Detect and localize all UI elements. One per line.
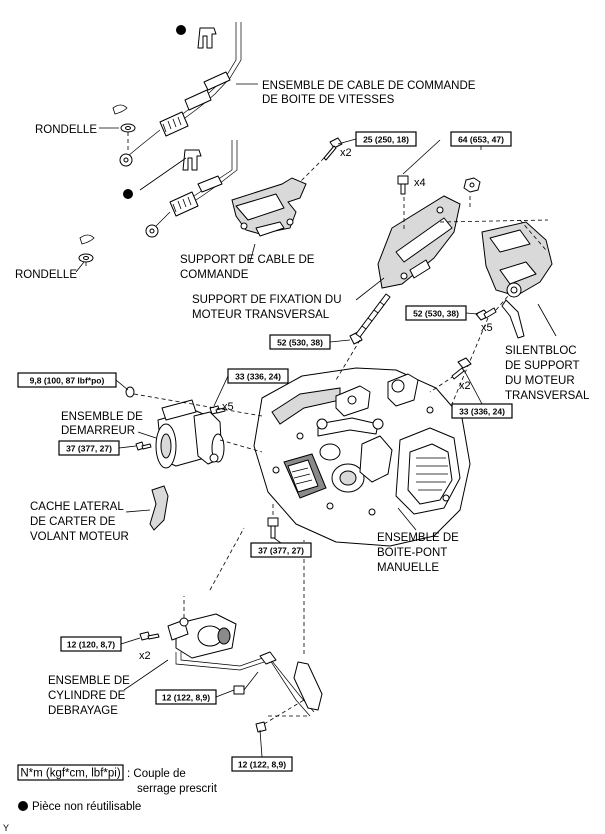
label-mount-bracket-1: SUPPORT DE FIXATION DU: [192, 294, 342, 306]
label-insulator-2: DE SUPPORT: [505, 360, 580, 372]
label-insulator-3: DU MOTEUR: [505, 375, 575, 387]
bolt-mount-x4: [397, 139, 441, 195]
multiplier-x5-insulator: x5: [481, 322, 493, 334]
torque-box-37-trans: 37 (377, 27): [250, 542, 312, 558]
legend-unit-box: N*m (kgf*cm, lbf*pi): [20, 768, 120, 780]
label-insulator-1: SILENTBLOC: [505, 345, 577, 357]
label-mount-bracket-2: MOTEUR TRANSVERSAL: [192, 309, 330, 321]
bolt-trans-37: [267, 504, 279, 539]
svg-text:25 (250, 18): 25 (250, 18): [363, 135, 409, 145]
svg-text:12 (120, 8,7): 12 (120, 8,7): [67, 640, 115, 650]
manual-transaxle: [253, 317, 489, 547]
torque-box-64: 64 (653, 47): [450, 131, 512, 147]
torque-box-33-trans: 33 (336, 24): [451, 403, 513, 419]
torque-box-12-clutch: 12 (120, 8,7): [60, 636, 122, 652]
legend-torque-unit: N*m (kgf*cm, lbf*pi) : Couple de serrage…: [17, 764, 218, 795]
bolt-clutch-x2: [139, 631, 160, 641]
label-washer-lower: RONDELLE: [15, 269, 77, 281]
torque-box-37-starter: 37 (377, 27): [58, 440, 120, 456]
svg-text:9,8 (100, 87 lbf*po): 9,8 (100, 87 lbf*po): [30, 376, 105, 386]
legend-nonreusable-text: Pièce non réutilisable: [32, 801, 141, 813]
label-flywheel-cover-2: DE CARTER DE: [30, 516, 116, 528]
torque-box-33-starter: 33 (336, 24): [227, 368, 289, 384]
label-transaxle-2: BOITE-PONT: [377, 547, 447, 559]
svg-text:33 (336, 24): 33 (336, 24): [459, 407, 505, 417]
torque-box-52-bolt: 52 (530, 38): [269, 334, 331, 350]
bolt-bracket: [323, 137, 343, 161]
cable-bracket: [231, 147, 335, 263]
label-washer-upper: RONDELLE: [35, 124, 97, 136]
torque-box-25: 25 (250, 18): [355, 131, 417, 147]
svg-text:52 (530, 38): 52 (530, 38): [277, 338, 323, 348]
label-starter-1: ENSEMBLE DE: [61, 411, 143, 423]
torque-box-9-8: 9,8 (100, 87 lbf*po): [17, 372, 117, 388]
label-insulator-4: TRANSVERSAL: [505, 390, 590, 402]
nonreusable-dot-clip-upper: [176, 25, 186, 35]
mount-insulator: [439, 219, 557, 339]
torque-box-12-line-1: 12 (122, 8,9): [155, 689, 217, 705]
label-cable-assembly-1: ENSEMBLE DE CABLE DE COMMANDE: [262, 80, 476, 92]
flywheel-cover: [125, 485, 169, 531]
label-clutch-cyl-1: ENSEMBLE DE: [48, 675, 130, 687]
legend-nonreusable: Pièce non réutilisable: [18, 801, 141, 813]
bolt-starter-37: [135, 441, 152, 451]
control-cable-assembly: [75, 22, 258, 273]
multiplier-x5-starter: x5: [222, 401, 234, 413]
torque-box-12-line-2: 12 (122, 8,9): [231, 756, 293, 772]
torque-box-52-insulator: 52 (530, 38): [405, 305, 467, 321]
corner-mark: Y: [3, 823, 9, 833]
label-clutch-cyl-3: DEBRAYAGE: [48, 705, 118, 717]
label-transaxle-3: MANUELLE: [377, 562, 439, 574]
legend-unit-desc-1: : Couple de: [127, 768, 186, 780]
label-starter-2: DEMARREUR: [61, 425, 135, 437]
svg-text:37 (377, 27): 37 (377, 27): [66, 444, 112, 454]
bolt-starter-x5: [209, 405, 226, 415]
label-flywheel-cover-3: VOLANT MOTEUR: [30, 531, 129, 543]
legend-unit-desc-2: serrage prescrit: [137, 783, 218, 795]
starter-assembly: [137, 399, 263, 469]
svg-text:12 (122, 8,9): 12 (122, 8,9): [162, 693, 210, 703]
clutch-cylinder: [123, 527, 323, 717]
label-flywheel-cover-1: CACHE LATERAL: [30, 501, 124, 513]
multiplier-x2-clutch: x2: [139, 650, 151, 662]
multiplier-x4-mount: x4: [414, 177, 426, 189]
bolt-clutch-12c: [255, 699, 305, 733]
bolt-trans-x2: [451, 357, 472, 380]
svg-text:52 (530, 38): 52 (530, 38): [413, 309, 459, 319]
multiplier-x2-trans: x2: [459, 380, 471, 392]
svg-text:12 (122, 8,9): 12 (122, 8,9): [238, 760, 286, 770]
engine-mount-bracket: [355, 190, 471, 301]
svg-text:37 (377, 27): 37 (377, 27): [258, 546, 304, 556]
label-cable-bracket-1: SUPPORT DE CABLE DE: [180, 254, 315, 266]
label-clutch-cyl-2: CYLINDRE DE: [48, 690, 126, 702]
multiplier-x2-bracket: x2: [340, 147, 352, 159]
svg-text:33 (336, 24): 33 (336, 24): [235, 372, 281, 382]
svg-text:64 (653, 47): 64 (653, 47): [458, 135, 504, 145]
nonreusable-dot-clip-lower: [123, 189, 133, 199]
bolt-clutch-12b: [233, 671, 259, 695]
bolt-insulator-x5: [475, 295, 509, 321]
label-transaxle-1: ENSEMBLE DE: [377, 532, 459, 544]
label-cable-assembly-2: DE BOITE DE VITESSES: [262, 94, 395, 106]
nut-mount: [463, 177, 481, 193]
nonreusable-dot-icon: [18, 801, 28, 811]
label-cable-bracket-2: COMMANDE: [180, 269, 249, 281]
